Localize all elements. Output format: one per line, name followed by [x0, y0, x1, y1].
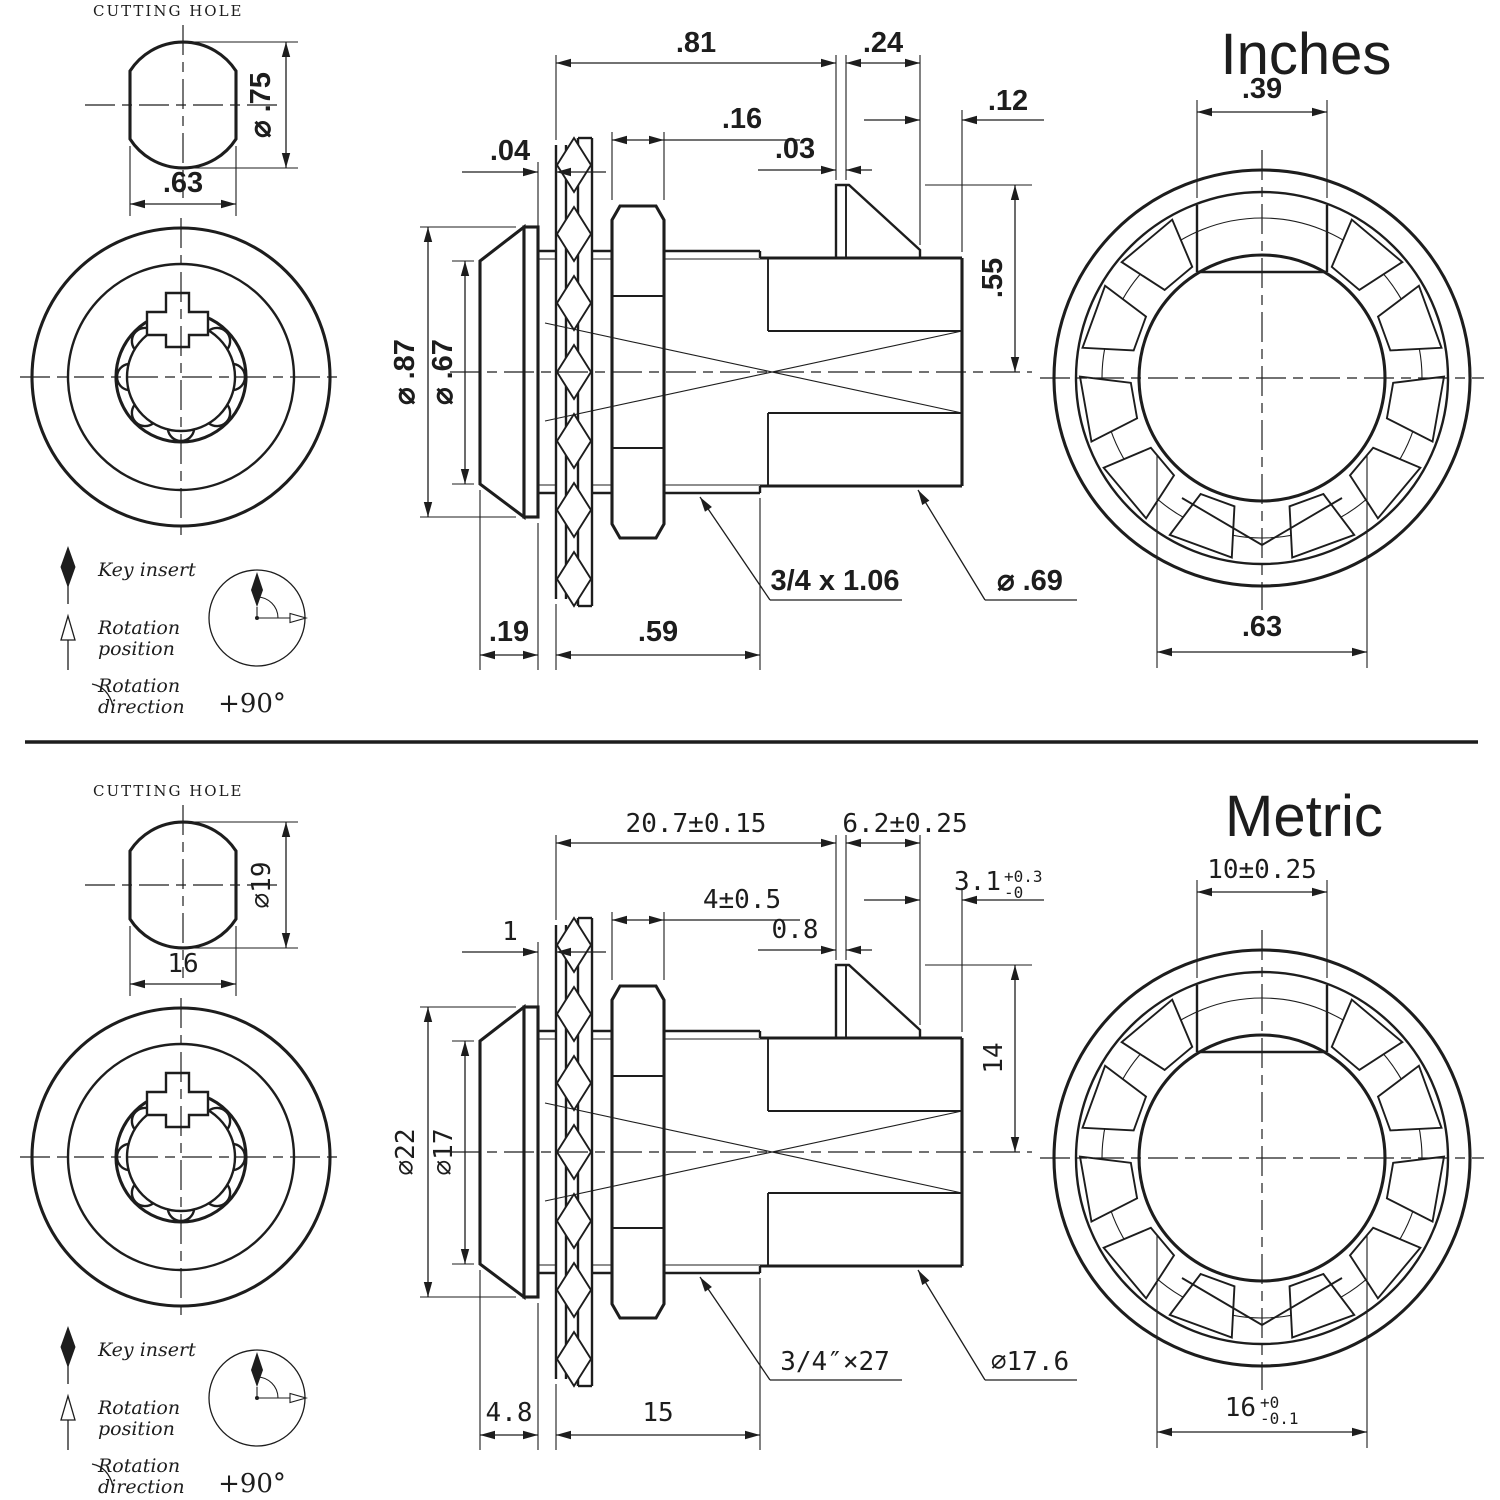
flange-face-label: ⌀ .67: [427, 339, 459, 405]
cam-height-label: .55: [977, 258, 1009, 298]
metric-title: Metric: [1225, 784, 1383, 849]
legend-rot-pos-2: position: [98, 1418, 175, 1440]
flange-od-label: ⌀ .87: [389, 339, 421, 405]
thread-length-label: 15: [642, 1398, 673, 1428]
washer-gap-label: .04: [490, 135, 530, 167]
flange-to-cam-label: 20.7±0.15: [626, 809, 767, 839]
across-flats-main: 16: [1225, 1393, 1256, 1423]
cam-to-end-main: 3.1: [954, 867, 1001, 897]
across-flats-upper: +0: [1260, 1393, 1279, 1412]
legend-angle: +90°: [218, 1469, 286, 1499]
hole-diameter-label: ⌀ .75: [245, 72, 277, 138]
flange-depth-label: .19: [489, 616, 529, 648]
legend-key-insert: Key insert: [97, 1339, 196, 1361]
key-slot-label: 10±0.25: [1207, 855, 1317, 885]
cutting-hole-label: CUTTING HOLE: [93, 2, 244, 20]
cam-thickness-label: 0.8: [772, 915, 819, 945]
legend-angle: +90°: [218, 689, 286, 719]
metric-section: Metric CUTTING HOLE ⌀19 16 20.7±0.15 6.2…: [20, 782, 1484, 1499]
hole-diameter-label: ⌀19: [247, 862, 277, 909]
flange-to-cam-label: .81: [676, 27, 716, 59]
flange-od-label: ⌀22: [391, 1129, 421, 1176]
hole-width-label: 16: [167, 949, 198, 979]
thread-length-label: .59: [638, 616, 678, 648]
legend-rot-dir-1: Rotation: [97, 675, 180, 697]
legend-rot-pos-1: Rotation: [97, 1397, 180, 1419]
cam-to-end-label: .12: [988, 85, 1028, 117]
thread-callout-label: 3/4 x 1.06: [771, 565, 900, 597]
body-od-label: ⌀ .69: [997, 565, 1063, 597]
legend-key-insert: Key insert: [97, 559, 196, 581]
cam-to-end-upper: +0.3: [1004, 867, 1043, 886]
cutting-hole-label: CUTTING HOLE: [93, 782, 244, 800]
thread-callout-label: 3/4″×27: [780, 1347, 890, 1377]
nut-width-label: .16: [722, 103, 762, 135]
legend-rot-pos-1: Rotation: [97, 617, 180, 639]
cam-height-label: 14: [979, 1042, 1009, 1073]
cam-to-end-lower: -0: [1004, 883, 1023, 902]
body-od-label: ⌀17.6: [991, 1347, 1069, 1377]
key-slot-label: .39: [1242, 73, 1282, 105]
across-flats-lower: -0.1: [1260, 1409, 1299, 1428]
cam-length-label: 6.2±0.25: [842, 809, 967, 839]
inches-section: Inches CUTTING HOLE ⌀ .75 .63 .81 .24 .1…: [20, 2, 1484, 719]
legend-rot-dir-2: direction: [98, 696, 185, 718]
cam-length-label: .24: [863, 27, 903, 59]
inches-title: Inches: [1221, 22, 1392, 87]
washer-gap-label: 1: [502, 917, 518, 947]
legend-rot-dir-2: direction: [98, 1476, 185, 1498]
hole-width-label: .63: [163, 167, 203, 199]
flange-depth-label: 4.8: [486, 1398, 533, 1428]
legend-rot-pos-2: position: [98, 638, 175, 660]
across-flats-label: .63: [1242, 611, 1282, 643]
cam-thickness-label: .03: [775, 133, 815, 165]
legend-rot-dir-1: Rotation: [97, 1455, 180, 1477]
nut-width-label: 4±0.5: [703, 885, 781, 915]
flange-face-label: ⌀17: [429, 1129, 459, 1176]
